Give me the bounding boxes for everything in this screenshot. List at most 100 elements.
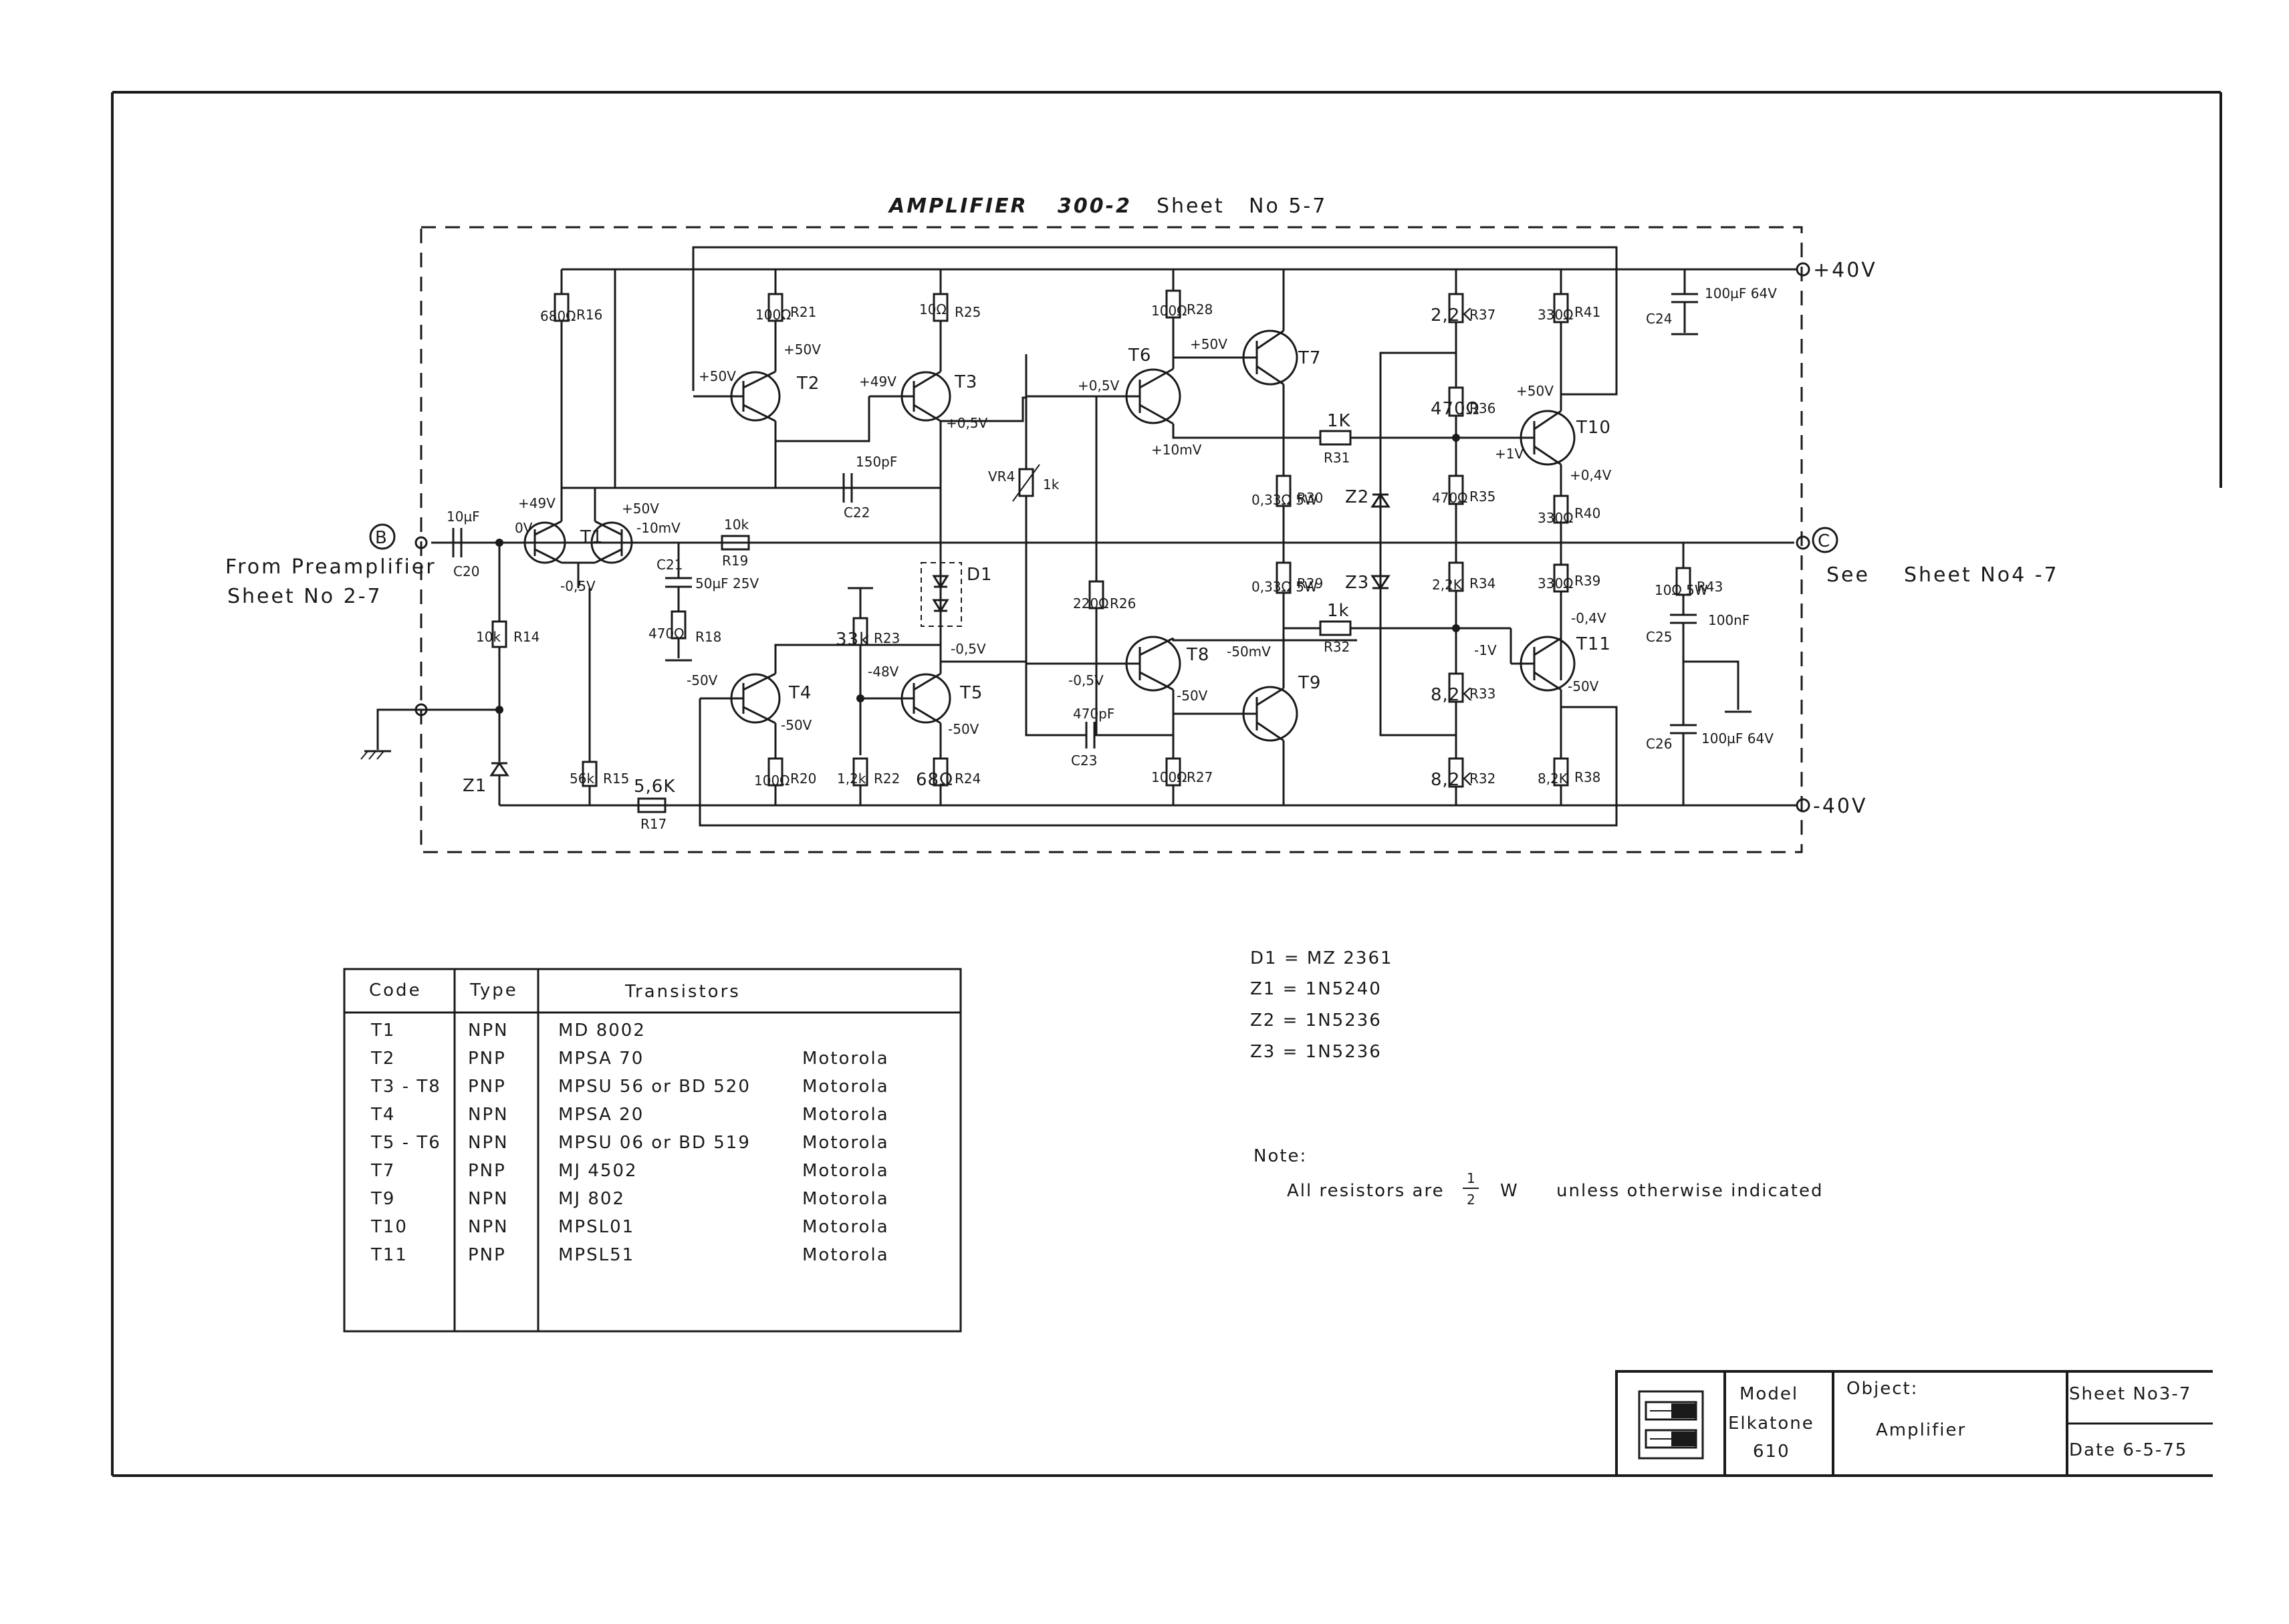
zener-z3: Z3 [1345, 573, 1391, 593]
resistor-r24: 68Ω R24 [916, 723, 981, 805]
r35-value: 2,2K [1432, 577, 1463, 593]
table-row-code: T9 [370, 1189, 395, 1209]
c21-value: 50µF 25V [695, 575, 759, 591]
t4-label: T4 [788, 683, 812, 703]
r32-value: 1k [1327, 601, 1350, 621]
r23-value: 33k [836, 630, 870, 650]
transistor-t10: T10 +50V +1V +0,4V [1495, 383, 1612, 483]
c26-ref: C26 [1646, 736, 1672, 752]
resistor-r14: 10k R14 [476, 543, 539, 762]
table-row-part: MPSL01 [558, 1217, 634, 1237]
transistor-t4: T4 -50V -50V [687, 672, 812, 733]
vr4-value: 1k [1043, 477, 1060, 493]
note-fraction-numerator: 1 [1467, 1170, 1475, 1186]
output-see-label: See [1826, 563, 1870, 587]
t6-collector-voltage: +50V [1190, 336, 1227, 352]
table-row-code: T7 [370, 1161, 395, 1181]
input-connector-letter: B [375, 528, 388, 548]
title-block-model-name: Elkatone [1728, 1413, 1814, 1434]
resistor-r37: 470Ω R36 [1431, 386, 1495, 476]
r20-value: 100Ω [754, 773, 790, 789]
title-model-number: 300-2 [1058, 194, 1132, 218]
t2-emitter-voltage: +50V [784, 342, 821, 358]
t11-collector-voltage: -50V [1568, 678, 1599, 694]
capacitor-c25: C25 100nF [1646, 612, 1750, 725]
title-sheet-word: Sheet [1157, 194, 1225, 218]
output-connector[interactable]: C [1796, 527, 1838, 553]
t6-label: T6 [1128, 346, 1151, 366]
table-row-code: T11 [370, 1245, 408, 1265]
capacitor-c26: C26 100µF 64V [1646, 724, 1774, 805]
c23-value: 470pF [1073, 706, 1114, 722]
r37-value: 470Ω [1431, 399, 1480, 419]
r28-value: 100Ω [1151, 303, 1187, 319]
t2-base-voltage: +50V [699, 368, 736, 384]
r36-value: 470Ω [1432, 490, 1467, 506]
r34-ref: R33 [1469, 686, 1495, 702]
capacitor-c23: 470pF C23 [1025, 668, 1173, 769]
resistor-r39: 8,2K R38 [1538, 690, 1600, 805]
t10-base-voltage: +50V [1516, 383, 1554, 399]
table-row-maker: Motorola [802, 1049, 889, 1069]
title-block-object-value: Amplifier [1876, 1420, 1966, 1440]
supply-rails [431, 246, 1810, 827]
c20-value: 10µF [447, 509, 480, 525]
resistor-r22: 1,2k R22 [837, 757, 900, 805]
r19-value: 10k [724, 517, 749, 533]
table-row-type: PNP [468, 1245, 506, 1265]
t5-label: T5 [959, 683, 983, 703]
title-amplifier: AMPLIFIER [888, 194, 1028, 218]
resistor-r40: 330Ω R39 [1538, 543, 1600, 680]
r38-value: 2,2K [1431, 305, 1472, 325]
r43-value: 10Ω 5W [1655, 582, 1708, 598]
transistor-table: Code Type Transistors [343, 968, 962, 1333]
resistor-r33: 8,2K R32 [1431, 757, 1495, 805]
input-connector[interactable]: B [369, 523, 428, 550]
r28-ref: R28 [1187, 301, 1213, 317]
r42-value: 330Ω [1538, 307, 1573, 323]
r32-ref: R32 [1324, 639, 1350, 655]
diode-list: D1 = MZ 2361 Z1 = 1N5240 Z2 = 1N5236 Z3 … [1250, 948, 1392, 1062]
table-row-maker: Motorola [802, 1161, 889, 1181]
vr4-label: VR4 [988, 468, 1015, 485]
table-row-maker: Motorola [802, 1077, 889, 1097]
t1-collector-voltage: +49V [518, 495, 556, 511]
r25-ref: R25 [955, 304, 981, 320]
t6-base-voltage: +0,5V [1078, 378, 1120, 394]
table-row-maker: Motorola [802, 1133, 889, 1153]
note-fraction-denominator: 2 [1467, 1192, 1475, 1208]
table-row-part: MPSU 06 or BD 519 [558, 1133, 751, 1153]
z3-label: Z3 [1345, 573, 1369, 593]
title-block-model-label: Model [1739, 1384, 1798, 1404]
diode-d1: D1 [921, 562, 992, 645]
r16-ref: R16 [576, 307, 602, 323]
r21-value: 100Ω [755, 307, 791, 323]
resistor-r28: 100Ω R28 [1151, 269, 1213, 369]
output-connector-letter: C [1818, 531, 1830, 551]
table-row-maker: Motorola [802, 1189, 889, 1209]
t5-collector-voltage: -0,5V [951, 641, 986, 657]
resistor-r17: 5,6K R17 [634, 777, 675, 832]
r24-value: 68Ω [916, 770, 953, 790]
table-row-part: MPSL51 [558, 1245, 634, 1265]
resistor-r31: 1K R31 [1284, 411, 1511, 466]
r26-ref: R26 [1110, 595, 1136, 612]
resistor-note: Note: All resistors are 1 2 W unless oth… [1253, 1146, 1822, 1208]
c22-value: 150pF [856, 454, 897, 470]
r16-value: 680Ω [540, 308, 576, 324]
c24-value: 100µF 64V [1705, 285, 1777, 301]
transistor-t7: T7 [1237, 329, 1320, 386]
r36-ref: R35 [1469, 489, 1495, 505]
title-block-sheet: Sheet No3-7 [2069, 1384, 2191, 1404]
table-row-part: MPSA 70 [558, 1049, 644, 1069]
r39-ref: R38 [1574, 769, 1600, 785]
t11-emitter-voltage: -0,4V [1571, 610, 1606, 626]
r41-ref: R40 [1574, 505, 1600, 521]
transistor-t11: T11 -1V -50V -0,4V [1474, 610, 1610, 694]
t6-emitter-voltage: +10mV [1151, 442, 1202, 458]
t1-output-voltage: -10mV [636, 520, 681, 536]
table-row-type: PNP [468, 1077, 506, 1097]
table-row-type: NPN [468, 1133, 509, 1153]
resistor-r43: 10Ω 5W R43 [1655, 543, 1723, 615]
